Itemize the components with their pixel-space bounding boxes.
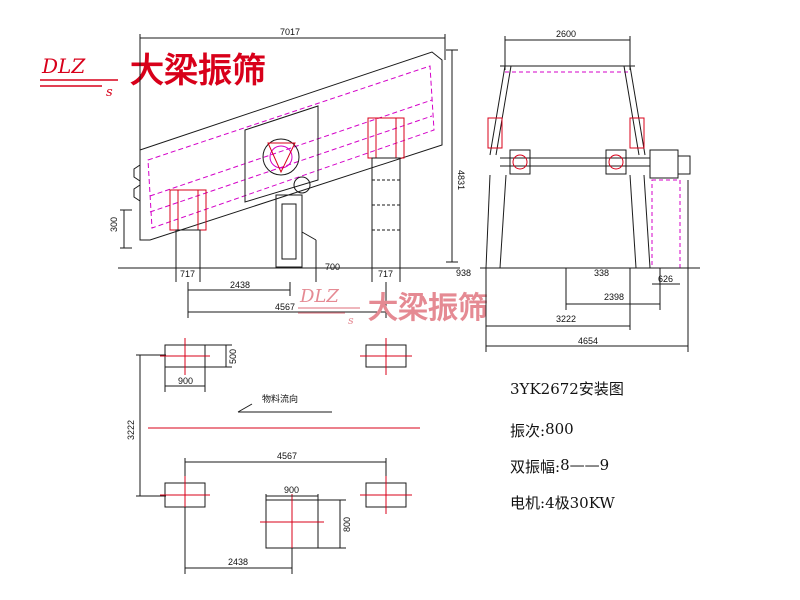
dim-foot-left: 717 xyxy=(180,269,195,279)
logo-sub-text: s xyxy=(106,85,113,100)
dim-overall: 4654 xyxy=(578,336,598,346)
watermark-chinese-text: 大梁振筛 xyxy=(368,291,488,326)
spec-frequency-value: 800 xyxy=(545,420,574,438)
dim-span-a: 2398 xyxy=(604,292,624,302)
spec-amplitude: 双振幅: 8——9 xyxy=(510,456,609,477)
dim-end-width: 2600 xyxy=(556,29,576,39)
plan-view xyxy=(136,338,420,574)
logo-chinese-text: 大梁振筛 xyxy=(130,51,266,91)
dim-motor-pad-depth: 800 xyxy=(342,517,352,532)
dim-motor-width: 626 xyxy=(658,274,673,284)
logo-latin-text: DLZ xyxy=(41,54,86,78)
dim-motor-pad-width: 900 xyxy=(284,485,299,495)
spec-frequency: 振次: 800 xyxy=(510,420,574,441)
dim-plan-depth: 3222 xyxy=(126,420,136,440)
dim-motor-base: 700 xyxy=(325,262,340,272)
dim-height: 4831 xyxy=(456,170,466,190)
watermark: DLZ s 大梁振筛 xyxy=(298,286,488,327)
watermark-sub-text: s xyxy=(348,314,354,327)
dim-spacing-b: 4567 xyxy=(275,302,295,312)
spec-frequency-label: 振次: xyxy=(510,422,546,440)
watermark-latin-text: DLZ xyxy=(299,286,339,307)
spec-motor: 电机: 4极30KW xyxy=(510,492,615,513)
spec-motor-value: 4极30KW xyxy=(545,494,615,512)
dim-length: 7017 xyxy=(280,27,300,37)
dim-deck-offset: 300 xyxy=(109,217,119,232)
spec-motor-label: 电机: xyxy=(510,494,546,512)
dim-pad-depth-top: 500 xyxy=(228,349,238,364)
flow-direction-label: 物料流向 xyxy=(262,393,298,405)
dim-plan-span: 4567 xyxy=(277,451,297,461)
side-view xyxy=(118,34,460,318)
spec-title: 3YK2672安装图 xyxy=(510,380,624,398)
spec-amplitude-label: 双振幅: xyxy=(510,458,561,476)
end-view xyxy=(480,36,700,352)
dim-pad-width-top: 900 xyxy=(178,376,193,386)
dim-plan-spacing: 2438 xyxy=(228,557,248,567)
dim-edge-right: 338 xyxy=(594,268,609,278)
dim-span-b: 3222 xyxy=(556,314,576,324)
dim-spacing-a: 2438 xyxy=(230,280,250,290)
brand-logo: DLZ s 大梁振筛 xyxy=(40,51,266,100)
spec-amplitude-value: 8——9 xyxy=(560,456,610,474)
dim-foot-right: 717 xyxy=(378,269,393,279)
dim-edge-left: 938 xyxy=(456,268,471,278)
